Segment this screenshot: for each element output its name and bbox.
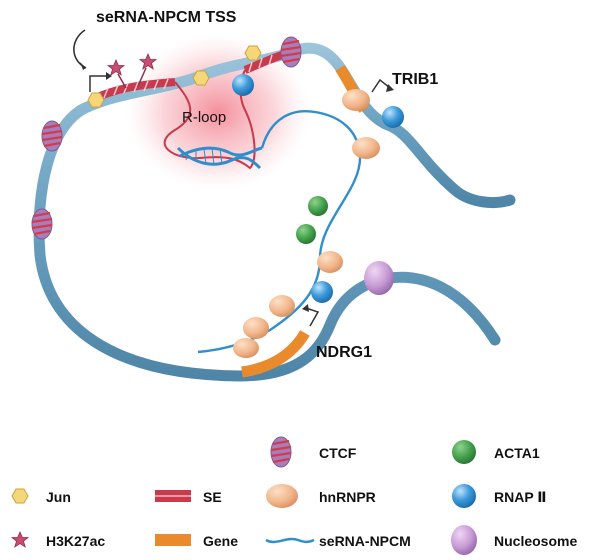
ctcf-protein (40, 119, 64, 153)
ndrg1-tss-arrow (305, 307, 320, 327)
svg-text:SE: SE (203, 489, 222, 505)
gene-region-ndrg1 (241, 330, 310, 378)
tss-arrow (73, 29, 87, 69)
legend: CTCF ACTA1 Jun SE hnRNPR RNAP Ⅱ H3K27ac (11, 435, 577, 555)
gene-label-trib1: TRIB1 (392, 71, 438, 88)
legend-item-ctcf: CTCF (269, 435, 357, 469)
svg-text:seRNA-NPCM: seRNA-NPCM (319, 533, 411, 549)
legend-item-nucleosome: Nucleosome (451, 525, 577, 555)
legend-item-se: SE (155, 489, 222, 505)
h3k27ac-icon (11, 531, 29, 548)
r-loop-hybrid (176, 146, 263, 170)
rnap2-protein (382, 106, 404, 128)
serna-icon (265, 537, 315, 544)
legend-item-gene: Gene (155, 533, 238, 549)
ctcf-protein (279, 35, 303, 69)
legend-item-serna: seRNA-NPCM (265, 533, 411, 549)
acta1-protein (296, 224, 316, 244)
rnap2-protein (311, 281, 333, 303)
hnrnpr-icon (266, 484, 298, 508)
legend-item-rnap2: RNAP Ⅱ (452, 484, 547, 508)
ctcf-protein (30, 207, 54, 241)
ctcf-icon (269, 435, 293, 469)
svg-text:Gene: Gene (203, 533, 238, 549)
hnrnpr-protein (317, 251, 343, 273)
acta1-icon (452, 440, 476, 464)
svg-text:RNAP Ⅱ: RNAP Ⅱ (494, 489, 547, 505)
jun-icon (11, 488, 29, 504)
h3k27ac-marks (107, 53, 157, 89)
tss-label: seRNA-NPCM TSS (96, 9, 237, 26)
nucleosome (364, 261, 394, 295)
legend-item-hnrnpr: hnRNPR (266, 484, 376, 508)
jun-hexagon (192, 70, 210, 86)
legend-item-acta1: ACTA1 (452, 440, 540, 464)
hnrnpr-protein (342, 89, 370, 111)
nucleosome-icon (451, 525, 477, 555)
trib1-tss-arrow (371, 78, 391, 93)
svg-text:H3K27ac: H3K27ac (46, 533, 105, 549)
hnrnpr-protein (233, 338, 259, 358)
svg-text:CTCF: CTCF (319, 445, 357, 461)
rnap2-protein (232, 74, 254, 96)
jun-hexagon (244, 45, 262, 61)
hnrnpr-protein (352, 137, 380, 159)
r-loop-label: R-loop (182, 109, 226, 126)
hnrnpr-protein (269, 295, 295, 317)
svg-text:ACTA1: ACTA1 (494, 445, 540, 461)
jun-hexagon (87, 92, 105, 108)
r-loop-glow (126, 34, 310, 190)
svg-text:Jun: Jun (46, 489, 71, 505)
acta1-protein (308, 196, 328, 216)
rnap2-icon (452, 484, 476, 508)
tss-bent-arrow (89, 75, 106, 92)
legend-item-jun: Jun (11, 488, 71, 505)
hnrnpr-protein (243, 317, 269, 339)
svg-text:Nucleosome: Nucleosome (494, 533, 577, 549)
r-loop-dna (163, 69, 256, 170)
gene-label-ndrg1: NDRG1 (316, 344, 372, 361)
gene-icon (155, 534, 191, 546)
svg-text:hnRNPR: hnRNPR (319, 489, 376, 505)
legend-item-h3k27ac: H3K27ac (11, 531, 105, 549)
